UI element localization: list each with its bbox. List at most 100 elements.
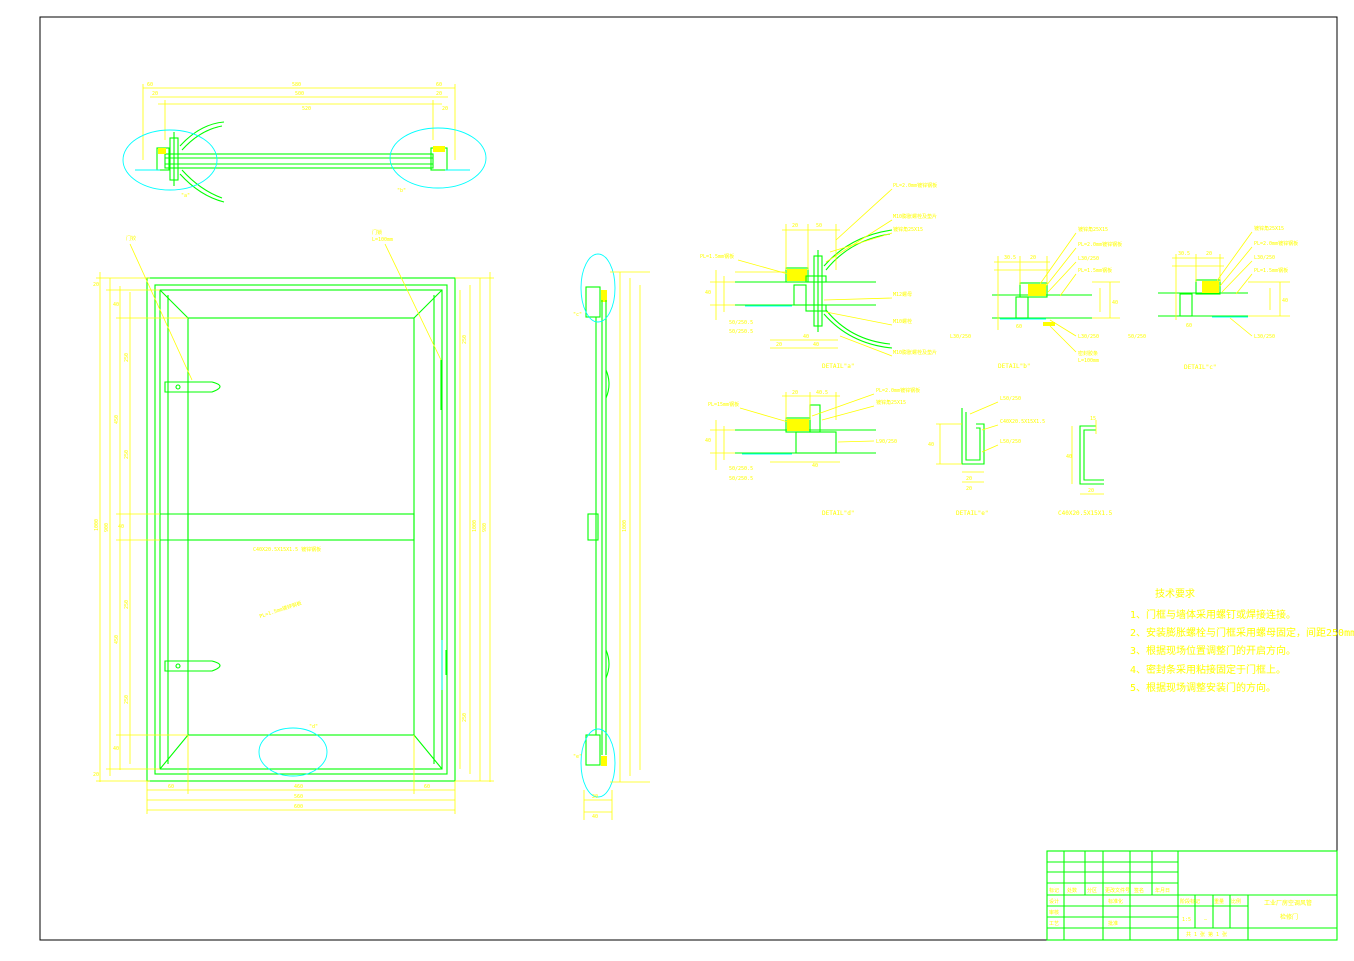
bottom-dim-460: 460 bbox=[294, 784, 303, 790]
detail-d: 20 40.5 40 40 50/250.5 50/250.5 PL=15mm钢… bbox=[705, 387, 920, 517]
tb-header-5: 签名 bbox=[1134, 887, 1144, 894]
detail-f-dim-20: 20 bbox=[1088, 488, 1094, 494]
note-5: 5、根据现场调整安装门的方向。 bbox=[1130, 681, 1276, 694]
detail-c-dim-30-5: 30.5 bbox=[1178, 251, 1190, 257]
detail-d-dim-40-5: 40.5 bbox=[816, 390, 828, 396]
detail-d-callout-3: 镀锌角25X15 bbox=[876, 399, 906, 406]
left-dim-40-mid: 40 bbox=[118, 524, 124, 530]
detail-d-caption: DETAIL"d" bbox=[822, 510, 855, 517]
detail-e-callout-3: L50/250 bbox=[1000, 439, 1021, 445]
detail-c-dim-60: 60 bbox=[1186, 323, 1192, 329]
panel-label: PL=1.5mm镀锌钢板 bbox=[258, 600, 302, 620]
detail-c-angle: 50/250 bbox=[1128, 334, 1146, 340]
detail-a-dim-20: 20 bbox=[792, 223, 798, 229]
tb-header-4: 更改文件号 bbox=[1105, 887, 1130, 894]
detail-a-dim-40a: 40 bbox=[705, 290, 711, 296]
detail-e-dim-20b: 20 bbox=[966, 486, 972, 492]
detail-c-callout-4: PL=1.5mm钢板 bbox=[1254, 267, 1288, 274]
handle-label: 门锁 bbox=[372, 229, 382, 236]
top-dim-60-left: 60 bbox=[147, 82, 153, 88]
bottom-dim-60-left: 60 bbox=[168, 784, 174, 790]
left-dim-250-d: 250 bbox=[124, 695, 130, 704]
tb-role-2: 标准化 bbox=[1108, 898, 1123, 905]
detail-a-dim-50: 50 bbox=[816, 223, 822, 229]
detail-a-callout-4: PL=1.5mm钢板 bbox=[700, 253, 734, 260]
side-dim-1000: 1000 bbox=[622, 520, 628, 532]
tb-header-3: 分区 bbox=[1087, 887, 1097, 894]
detail-e: 20 40 20 L50/250 C40X20.5X15X1.5 L50/250… bbox=[928, 396, 1045, 517]
left-dim-450-a: 450 bbox=[114, 415, 120, 424]
detail-d-callout-1: PL=15mm钢板 bbox=[708, 401, 739, 408]
detail-a-callout-5: M12螺母 bbox=[893, 291, 912, 298]
detail-c-callout-5: L30/250 bbox=[1254, 334, 1275, 340]
side-dim-20: 20 bbox=[592, 794, 598, 800]
detail-a-dim-40c: 40 bbox=[813, 342, 819, 348]
detail-a-dim-20b: 20 bbox=[776, 342, 782, 348]
left-dim-20-bottom: 20 bbox=[93, 772, 99, 778]
tb-header-1: 标记 bbox=[1049, 887, 1059, 894]
detail-b-callout-2: PL=2.0mm镀锌钢板 bbox=[1078, 241, 1122, 248]
top-dim-500: 500 bbox=[295, 91, 304, 97]
detail-b-dim-20: 20 bbox=[1030, 255, 1036, 261]
detail-b-callout-1: 镀锌角25X15 bbox=[1078, 226, 1108, 233]
detail-b-dim-60: 60 bbox=[1016, 324, 1022, 330]
detail-c: 30.5 20 60 40 50/250 镀锌角25X15 PL=2.0mm镀锌… bbox=[1128, 225, 1298, 371]
marker-b-top: "b" bbox=[397, 188, 406, 194]
right-dim-250-top: 250 bbox=[462, 335, 468, 344]
detail-circle-a bbox=[122, 129, 218, 191]
detail-d-dim-20: 20 bbox=[792, 390, 798, 396]
detail-b: 30.5 20 60 40 L30/250 镀锌角25X15 PL=2.0mm镀… bbox=[950, 226, 1122, 370]
detail-f-dim-15: 15 bbox=[1090, 416, 1096, 422]
top-dim-20-right: 20 bbox=[436, 91, 442, 97]
detail-b-callout-5: L30/250 bbox=[1078, 334, 1099, 340]
left-dim-1000: 1000 bbox=[94, 519, 100, 531]
tb-role-5: 批准 bbox=[1108, 920, 1118, 927]
bottom-dim-60-right: 60 bbox=[424, 784, 430, 790]
detail-d-callout-2: PL=2.0mm镀锌钢板 bbox=[876, 387, 920, 394]
technical-notes: 技术要求 1、门框与墙体采用螺钉或焊接连接。 2、安装膨胀螺栓与门框采用螺母固定… bbox=[1130, 587, 1354, 694]
tb-stage-1: 阶段标记 bbox=[1180, 898, 1200, 905]
detail-a-angle-2: 50/250.5 bbox=[729, 329, 753, 335]
detail-f-dim-40: 40 bbox=[1066, 454, 1072, 460]
title-block: 标记 处数 分区 更改文件号 签名 年月日 设计 标准化 审核 工艺 批准 阶段… bbox=[1046, 850, 1338, 941]
detail-c-dim-40: 40 bbox=[1282, 298, 1288, 304]
detail-c-dim-20: 20 bbox=[1206, 251, 1212, 257]
tb-stage-3: 比例 bbox=[1231, 898, 1241, 905]
top-plan-view: 60 580 60 500 20 20 520 20 "a" "b" bbox=[122, 82, 487, 203]
left-dim-20-top: 20 bbox=[93, 282, 99, 288]
detail-a-caption: DETAIL"a" bbox=[822, 363, 855, 370]
tb-scale: 1:5 bbox=[1182, 917, 1191, 923]
detail-a-callout-1: PL=2.0mm镀锌钢板 bbox=[893, 182, 937, 189]
side-dim-40: 40 bbox=[592, 814, 598, 820]
detail-a-angle-1: 50/250.5 bbox=[729, 320, 753, 326]
detail-b-dim-40: 40 bbox=[1112, 300, 1118, 306]
detail-circle-c bbox=[580, 253, 616, 323]
tb-dash: — bbox=[1204, 917, 1208, 923]
detail-c-callout-2: PL=2.0mm镀锌钢板 bbox=[1254, 240, 1298, 247]
marker-e: "e" bbox=[573, 754, 582, 760]
note-3: 3、根据现场位置调整门的开启方向。 bbox=[1130, 644, 1296, 657]
tb-header-2: 处数 bbox=[1067, 887, 1077, 894]
bottom-dim-600: 600 bbox=[294, 804, 303, 810]
detail-e-dim-40: 40 bbox=[928, 442, 934, 448]
left-dim-250-c: 250 bbox=[124, 600, 130, 609]
right-dim-980: 980 bbox=[482, 523, 488, 532]
handle-sub: L=100mm bbox=[372, 237, 393, 243]
detail-b-callout-7: L=100mm bbox=[1078, 358, 1099, 364]
note-1: 1、门框与墙体采用螺钉或焊接连接。 bbox=[1130, 608, 1296, 621]
left-dim-250-b: 250 bbox=[124, 450, 130, 459]
detail-a-callout-7: M10膨胀螺栓及垫片 bbox=[893, 349, 937, 356]
left-dim-40-bottom: 40 bbox=[113, 746, 119, 752]
detail-d-angle-1: 50/250.5 bbox=[729, 466, 753, 472]
tb-project: 工业厂房空调风管 bbox=[1264, 899, 1312, 907]
detail-e-dim-20: 20 bbox=[966, 476, 972, 482]
tb-role-4: 工艺 bbox=[1049, 921, 1059, 927]
notes-title: 技术要求 bbox=[1155, 587, 1195, 600]
marker-d: "d" bbox=[309, 724, 318, 730]
right-dim-250-bottom: 250 bbox=[462, 713, 468, 722]
tb-drawing: 检修门 bbox=[1280, 913, 1298, 921]
detail-a-callout-6: M10螺栓 bbox=[893, 318, 912, 325]
detail-f-caption: C40X20.5X15X1.5 bbox=[1058, 510, 1113, 517]
tb-stage-2: 重量 bbox=[1214, 898, 1224, 905]
top-dim-520: 520 bbox=[302, 106, 311, 112]
